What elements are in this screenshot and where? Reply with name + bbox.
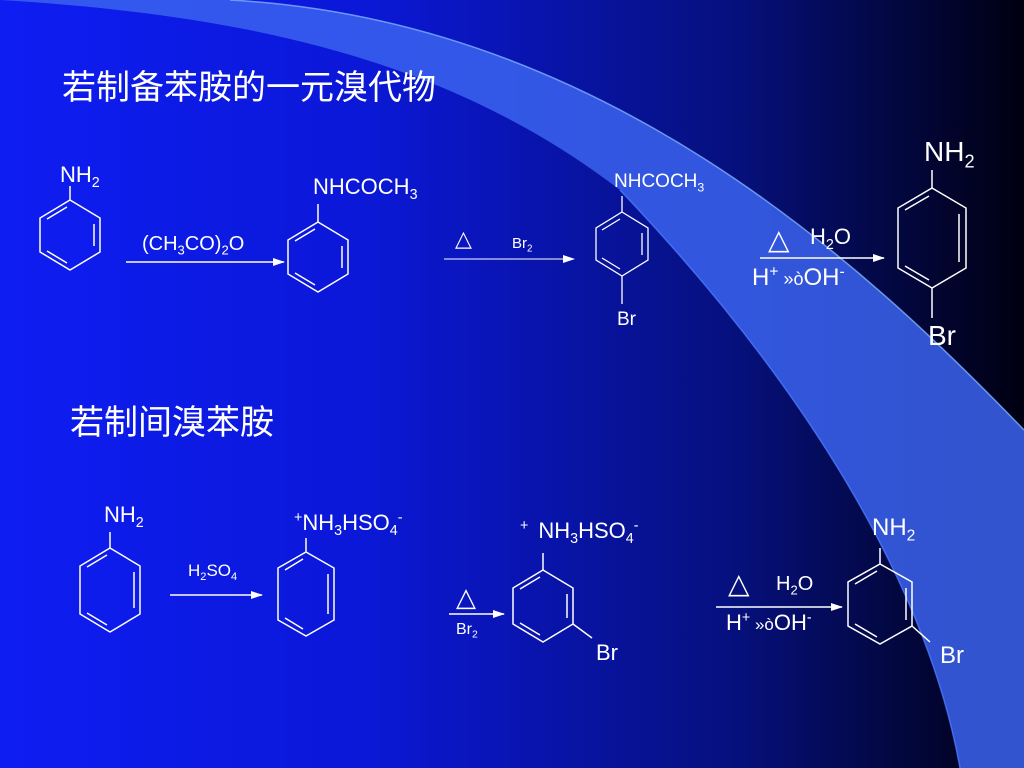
ammonium-subscript: 3 <box>334 523 343 539</box>
acetamido-subscript: 3 <box>409 187 418 203</box>
amino-subscript: 2 <box>91 175 100 191</box>
aniline2-amino-label: NH2 <box>104 502 144 531</box>
reagent-subscript: 2 <box>200 570 207 583</box>
proton-charge: + <box>741 610 751 627</box>
amino-subscript: 2 <box>906 527 916 545</box>
bromine-text: Br <box>512 235 527 252</box>
reagent-bromine-2: Br2 <box>456 621 478 641</box>
reagent-subscript: 2 <box>221 242 229 258</box>
amino-subscript: 2 <box>964 151 975 172</box>
positive-charge: + <box>294 510 303 527</box>
water-subscript: 2 <box>825 237 834 253</box>
anilinium-salt-label: +NH3HSO4- <box>294 510 403 538</box>
aniline-amino-label: NH2 <box>60 162 100 191</box>
ring-aniline-2 <box>79 532 141 633</box>
acetamido-subscript: 3 <box>697 180 705 195</box>
bromo-salt-label: + NH3HSO4- <box>520 518 639 546</box>
product1-bromo-label: Br <box>928 320 956 351</box>
reagent-part: CO) <box>184 233 222 255</box>
or-text: »ò <box>778 269 804 289</box>
ring-bromo-acetanilide <box>595 196 649 304</box>
water-o: O <box>833 224 851 249</box>
ring-product-1 <box>897 170 967 318</box>
hydroxide-text: OH <box>803 264 840 291</box>
bisulfate-subscript: 4 <box>389 523 398 539</box>
positive-charge: + <box>520 518 529 535</box>
heat-symbol-1: △ <box>455 226 472 251</box>
ring-salt <box>277 538 335 637</box>
heat-symbol-4: △ <box>728 568 750 599</box>
product1-amino-label: NH2 <box>924 136 975 171</box>
negative-charge: - <box>397 510 403 527</box>
bisulfate-text: HSO <box>578 518 626 543</box>
reagent-subscript: 4 <box>231 570 238 583</box>
reagent-part: H <box>188 561 201 580</box>
ribbon-edge-inner <box>619 189 961 768</box>
bromo-acetanilide-group-label: NHCOCH3 <box>614 171 705 195</box>
acetamido-text: NHCOCH <box>313 174 410 199</box>
acid-or-base-condition-1: H+ »òOH- <box>752 263 845 291</box>
amino-group-text: NH <box>924 136 965 167</box>
reagent-water-1: H2O <box>810 224 851 253</box>
bromine-text: Br <box>456 621 472 638</box>
acetanilide-group-label: NHCOCH3 <box>313 174 418 203</box>
section1-title: 若制备苯胺的一元溴代物 <box>62 68 436 108</box>
bromo-label-2: Br <box>596 640 618 665</box>
reagent-bromine-1: Br2 <box>512 235 533 255</box>
heat-symbol-3: △ <box>456 582 476 612</box>
acetamido-text: NHCOCH <box>614 171 698 192</box>
ammonium-text: NH <box>302 510 335 535</box>
amino-subscript: 2 <box>135 515 144 531</box>
reagent-part: O <box>228 233 245 255</box>
reagent-part: SO <box>206 561 231 580</box>
ring-aniline-1 <box>39 186 101 271</box>
bromo-label-1: Br <box>617 309 636 330</box>
amino-group-text: NH <box>872 514 907 541</box>
bromine-subscript: 2 <box>472 629 478 641</box>
amino-group-text: NH <box>104 502 136 527</box>
amino-group-text: NH <box>60 162 92 187</box>
water-o: O <box>797 573 814 595</box>
hydroxide-charge: - <box>806 610 812 627</box>
proton-charge: + <box>769 263 779 281</box>
water-h: H <box>810 224 826 249</box>
ring-acetanilide <box>287 204 349 293</box>
product2-bromo-label: Br <box>940 642 964 669</box>
negative-charge: - <box>633 518 639 535</box>
reagent-part: (CH <box>142 233 178 255</box>
hydroxide-text: OH <box>773 610 807 635</box>
ammonium-subscript: 3 <box>570 531 579 547</box>
reagent-acetic-anhydride: (CH3CO)2O <box>142 233 245 257</box>
acid-or-base-condition-2: H+ »òOH- <box>726 610 812 635</box>
ring-bromo-salt <box>512 553 593 643</box>
reagent-sulfuric-acid: H2SO4 <box>188 561 237 582</box>
bromine-subscript: 2 <box>527 243 533 255</box>
water-subscript: 2 <box>790 582 798 598</box>
reagent-water-2: H2O <box>776 573 814 597</box>
bisulfate-subscript: 4 <box>625 531 634 547</box>
product2-amino-label: NH2 <box>872 514 915 544</box>
proton-text: H <box>752 264 770 291</box>
proton-text: H <box>726 610 742 635</box>
section2-title: 若制间溴苯胺 <box>70 403 274 443</box>
reaction-arrows <box>126 254 885 618</box>
water-h: H <box>776 573 791 595</box>
or-text: »ò <box>750 615 774 634</box>
ring-product-2 <box>847 548 931 645</box>
ribbon-edge <box>229 0 1024 431</box>
hydroxide-charge: - <box>839 263 845 281</box>
ammonium-text: NH <box>538 518 571 543</box>
heat-symbol-2: △ <box>768 224 790 255</box>
reagent-subscript: 3 <box>177 242 185 258</box>
bisulfate-text: HSO <box>342 510 390 535</box>
